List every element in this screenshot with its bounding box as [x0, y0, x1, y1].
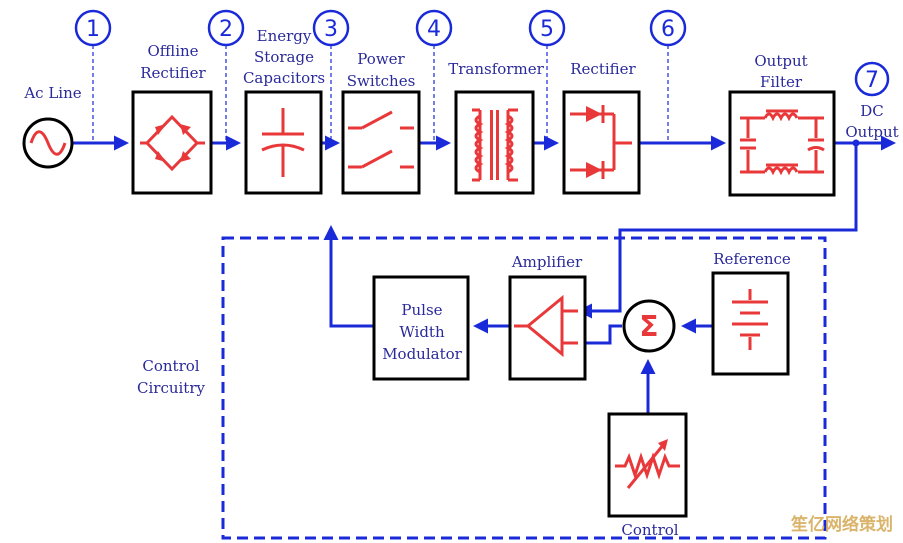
rectifier-box [562, 90, 641, 195]
capacitor-icon [261, 108, 305, 177]
energy-storage-label-3: Capacitors [243, 69, 325, 87]
marker-6: 6 [649, 9, 687, 140]
sigma-symbol: Σ [639, 310, 658, 343]
marker-7: 7 [854, 61, 890, 97]
pwm-label-2: Width [399, 323, 445, 341]
pwm-label-1: Pulse [401, 301, 442, 319]
marker-5: 5 [528, 9, 566, 140]
dc-output-label-2: Output [845, 123, 898, 141]
energy-storage-label-1: Energy [257, 27, 312, 45]
watermark: 笙亿网络策划 [790, 514, 893, 535]
svg-text:2: 2 [219, 17, 233, 42]
control-input-box [607, 412, 688, 518]
rectifier-label: Rectifier [570, 60, 636, 78]
variable-resistor-icon [615, 439, 680, 489]
svg-text:5: 5 [540, 17, 554, 42]
marker-2: 2 [207, 9, 245, 140]
power-switches-box [341, 90, 421, 195]
svg-text:4: 4 [427, 17, 441, 42]
control-circuitry-label-1: Control [142, 357, 199, 375]
output-filter-box [728, 90, 836, 197]
dc-output-label-1: DC [860, 102, 884, 120]
battery-icon [732, 289, 768, 350]
marker-4: 4 [415, 9, 453, 140]
power-path-wires [73, 135, 896, 151]
svg-text:1: 1 [86, 17, 100, 42]
power-switches-label-2: Switches [347, 72, 416, 90]
diode-rectifier-icon [570, 105, 632, 179]
marker-1: 1 [74, 9, 112, 140]
energy-storage-label-2: Storage [254, 48, 314, 66]
control-wires [323, 143, 858, 414]
control-region [221, 236, 827, 540]
summing-junction: Σ [622, 299, 676, 353]
marker-3: 3 [312, 9, 350, 140]
offline-rectifier-box [131, 90, 213, 195]
energy-storage-box [244, 90, 323, 195]
transformer-label: Transformer [448, 60, 544, 78]
bridge-rectifier-icon [140, 114, 205, 172]
amplifier-label: Amplifier [511, 253, 583, 271]
control-input-label: Control [621, 521, 678, 539]
amplifier-box [508, 275, 587, 381]
offline-rectifier-label-1: Offline [147, 42, 198, 60]
control-circuitry-label-2: Circuitry [137, 379, 206, 397]
reference-label: Reference [713, 250, 791, 268]
pwm-label-3: Modulator [382, 345, 462, 363]
output-filter-label-2: Filter [760, 73, 803, 91]
reference-box [711, 271, 790, 376]
ac-source-icon [22, 117, 74, 169]
svg-text:6: 6 [661, 17, 675, 42]
op-amp-icon [514, 294, 578, 358]
offline-rectifier-label-2: Rectifier [140, 64, 206, 82]
svg-text:3: 3 [324, 17, 338, 42]
power-switches-label-1: Power [357, 50, 405, 68]
lc-filter-icon [740, 109, 825, 176]
transformer-icon [472, 108, 518, 182]
ac-line-label: Ac Line [23, 84, 81, 102]
svg-text:7: 7 [865, 68, 879, 93]
output-filter-label-1: Output [754, 52, 807, 70]
transformer-box [454, 90, 535, 195]
pwm-box: Pulse Width Modulator [372, 275, 470, 381]
switch-icon [348, 110, 414, 169]
